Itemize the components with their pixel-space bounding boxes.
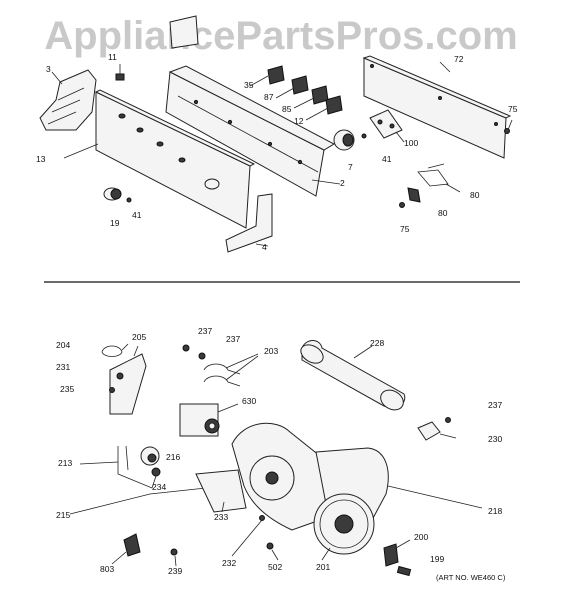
backsplash-channel-2[interactable] [165, 65, 336, 197]
art-number: (ART NO. WE460 C) [436, 573, 506, 582]
blower-housing[interactable] [231, 422, 334, 531]
label-239: 239 [168, 566, 182, 576]
label-234: 234 [152, 482, 166, 492]
label-11: 11 [108, 52, 117, 62]
end-cap-3[interactable] [39, 69, 97, 131]
switch-35[interactable] [267, 65, 285, 85]
clip-41-left[interactable] [126, 197, 132, 203]
motor-630[interactable] [179, 403, 220, 437]
label-231: 231 [56, 362, 70, 372]
watermark-logo: AppliancePartsPros.com [44, 14, 518, 58]
label-7: 7 [348, 162, 353, 172]
screw-239[interactable] [170, 548, 178, 556]
label-218: 218 [488, 506, 502, 516]
label-237-a: 237 [198, 326, 212, 336]
label-41-right: 41 [382, 154, 392, 164]
thermostat-230[interactable] [417, 421, 441, 441]
screw-75-top[interactable] [504, 119, 513, 134]
label-235: 235 [60, 384, 74, 394]
screw-237-a[interactable] [182, 344, 190, 352]
label-216: 216 [166, 452, 180, 462]
label-205: 205 [132, 332, 146, 342]
motor-mount-233[interactable] [195, 469, 247, 513]
screw-232[interactable] [259, 515, 265, 521]
belt-215[interactable] [69, 487, 207, 515]
screw-237-c[interactable] [445, 417, 451, 423]
clamp-204[interactable] [101, 345, 123, 357]
label-12: 12 [294, 116, 304, 126]
label-19: 19 [110, 218, 120, 228]
label-215: 215 [56, 510, 70, 520]
label-230: 230 [488, 434, 502, 444]
label-203: 203 [264, 346, 278, 356]
label-630: 630 [242, 396, 256, 406]
label-80-top: 80 [470, 190, 480, 200]
idler-213[interactable] [117, 445, 157, 489]
label-100: 100 [404, 138, 418, 148]
screw-75-bottom[interactable] [399, 202, 405, 208]
label-80-bottom: 80 [438, 208, 448, 218]
label-2: 2 [340, 178, 345, 188]
exhaust-duct-228[interactable] [298, 340, 407, 414]
support-bracket-4[interactable] [225, 193, 273, 253]
switch-85[interactable] [311, 85, 329, 105]
label-237-c: 237 [488, 400, 502, 410]
label-85: 85 [282, 104, 292, 114]
label-237-b: 237 [226, 334, 240, 344]
clamp-203[interactable] [203, 363, 241, 387]
pulley-216[interactable] [140, 446, 160, 466]
label-232: 232 [222, 558, 236, 568]
label-87: 87 [264, 92, 274, 102]
switch-12[interactable] [325, 95, 343, 115]
clip-41-right[interactable] [361, 133, 367, 139]
label-75-bottom: 75 [400, 224, 410, 234]
switch-803[interactable] [123, 533, 141, 557]
label-204: 204 [56, 340, 70, 350]
label-228: 228 [370, 338, 384, 348]
label-233: 233 [214, 512, 228, 522]
label-200: 200 [414, 532, 428, 542]
console-panel-13[interactable] [94, 89, 256, 229]
blower-wheel-201[interactable] [313, 493, 375, 555]
strain-relief-80[interactable] [407, 187, 421, 203]
switch-87[interactable] [291, 75, 309, 95]
screw-11[interactable] [115, 64, 125, 81]
knob-7[interactable] [333, 129, 355, 151]
knob-19[interactable] [103, 187, 122, 201]
label-13: 13 [36, 154, 46, 164]
label-213: 213 [58, 458, 72, 468]
label-72: 72 [454, 54, 464, 64]
label-199: 199 [430, 554, 444, 564]
screw-199[interactable] [396, 565, 412, 577]
bearing-234[interactable] [151, 467, 161, 477]
label-3: 3 [46, 64, 51, 74]
harness-80-top[interactable] [417, 163, 449, 187]
label-502: 502 [268, 562, 282, 572]
label-41-left: 41 [132, 210, 142, 220]
label-card [169, 15, 199, 49]
label-803: 803 [100, 564, 114, 574]
screw-502[interactable] [266, 542, 274, 550]
screw-235[interactable] [109, 387, 115, 393]
label-75-top: 75 [508, 104, 518, 114]
label-4: 4 [262, 242, 267, 252]
label-35: 35 [244, 80, 254, 90]
leader-lines [51, 61, 483, 567]
back-panel-72[interactable] [362, 55, 512, 159]
switch-block-100[interactable] [369, 109, 403, 139]
label-201: 201 [316, 562, 330, 572]
bracket-200[interactable] [383, 543, 399, 567]
switch-231[interactable] [116, 372, 124, 380]
screw-237-b[interactable] [198, 352, 206, 360]
motor-bracket-205[interactable] [109, 353, 147, 415]
